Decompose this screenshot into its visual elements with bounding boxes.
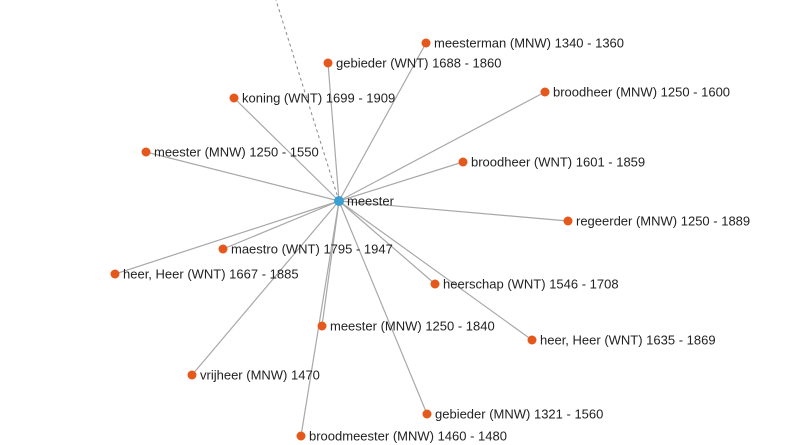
- node-label[interactable]: broodmeester (MNW) 1460 - 1480: [309, 428, 507, 443]
- edge-meesterman-mnw: [338, 42, 427, 202]
- edge-gebieder-wnt: [327, 62, 340, 202]
- graph-node-vrijheer-mnw[interactable]: vrijheer (MNW) 1470: [187, 367, 320, 382]
- node-dot[interactable]: [323, 58, 333, 68]
- edges: [114, 0, 569, 437]
- node-dot[interactable]: [296, 431, 306, 441]
- node-label[interactable]: meester (MNW) 1250 - 1550: [154, 144, 319, 159]
- edge-heer-wnt-1635: [338, 200, 533, 341]
- node-label[interactable]: maestro (WNT) 1795 - 1947: [231, 241, 393, 256]
- node-dot[interactable]: [563, 216, 573, 226]
- edge-dashed-offscreen: [275, 0, 340, 202]
- edge-broodmeester-mnw: [300, 200, 340, 437]
- edge-broodheer-mnw: [338, 91, 546, 202]
- node-label[interactable]: broodheer (WNT) 1601 - 1859: [471, 154, 645, 169]
- node-label[interactable]: heer, Heer (WNT) 1635 - 1869: [540, 332, 716, 347]
- nodes: meesterman (MNW) 1340 - 1360 gebieder (WN…: [110, 35, 751, 443]
- node-dot[interactable]: [458, 157, 468, 167]
- graph-node-heer-wnt-1635[interactable]: heer, Heer (WNT) 1635 - 1869: [527, 332, 716, 347]
- edge-koning-wnt: [233, 97, 340, 202]
- node-label[interactable]: regeerder (MNW) 1250 - 1889: [576, 213, 750, 228]
- center-node-label[interactable]: meester: [347, 193, 395, 208]
- graph-node-heerschap-wnt[interactable]: heerschap (WNT) 1546 - 1708: [430, 276, 619, 291]
- graph-node-broodmeester-mnw[interactable]: broodmeester (MNW) 1460 - 1480: [296, 428, 507, 443]
- node-dot[interactable]: [527, 335, 537, 345]
- node-dot[interactable]: [187, 370, 197, 380]
- node-label[interactable]: heerschap (WNT) 1546 - 1708: [443, 276, 619, 291]
- graph-node-regeerder-mnw[interactable]: regeerder (MNW) 1250 - 1889: [563, 213, 751, 228]
- node-label[interactable]: meester (MNW) 1250 - 1840: [330, 318, 495, 333]
- graph-node-center[interactable]: meester: [334, 193, 395, 208]
- node-label[interactable]: koning (WNT) 1699 - 1909: [242, 90, 395, 105]
- graph-node-koning-wnt[interactable]: koning (WNT) 1699 - 1909: [229, 90, 396, 105]
- node-label[interactable]: meesterman (MNW) 1340 - 1360: [434, 35, 624, 50]
- edge-heerschap-wnt: [338, 200, 436, 285]
- node-label[interactable]: gebieder (WNT) 1688 - 1860: [336, 55, 501, 70]
- node-label[interactable]: broodheer (MNW) 1250 - 1600: [553, 84, 730, 99]
- graph-node-gebieder-mnw[interactable]: gebieder (MNW) 1321 - 1560: [422, 406, 604, 421]
- edge-regeerder-mnw: [338, 200, 569, 222]
- node-label[interactable]: heer, Heer (WNT) 1667 - 1885: [123, 266, 299, 281]
- center-node-dot[interactable]: [334, 196, 344, 206]
- node-dot[interactable]: [430, 279, 440, 289]
- graph-node-broodheer-mnw[interactable]: broodheer (MNW) 1250 - 1600: [540, 84, 731, 99]
- node-label[interactable]: gebieder (MNW) 1321 - 1560: [435, 406, 603, 421]
- graph-node-broodheer-wnt[interactable]: broodheer (WNT) 1601 - 1859: [458, 154, 646, 169]
- graph-node-meester-mnw-1840[interactable]: meester (MNW) 1250 - 1840: [317, 318, 495, 333]
- node-dot[interactable]: [540, 87, 550, 97]
- node-dot[interactable]: [317, 321, 327, 331]
- graph-node-meesterman-mnw[interactable]: meesterman (MNW) 1340 - 1360: [421, 35, 625, 50]
- node-dot[interactable]: [421, 38, 431, 48]
- node-dot[interactable]: [110, 269, 120, 279]
- graph-node-maestro-wnt[interactable]: maestro (WNT) 1795 - 1947: [218, 241, 393, 256]
- edge-meester-mnw-1550: [145, 151, 340, 202]
- graph-node-heer-wnt-1667[interactable]: heer, Heer (WNT) 1667 - 1885: [110, 266, 299, 281]
- edge-broodheer-wnt: [338, 161, 464, 202]
- node-dot[interactable]: [141, 147, 151, 157]
- node-dot[interactable]: [218, 244, 228, 254]
- node-dot[interactable]: [422, 409, 432, 419]
- node-label[interactable]: vrijheer (MNW) 1470: [200, 367, 320, 382]
- edge-gebieder-mnw: [338, 200, 428, 415]
- graph-node-meester-mnw-1550[interactable]: meester (MNW) 1250 - 1550: [141, 144, 319, 159]
- edge-maestro-wnt: [222, 200, 340, 250]
- graph-node-gebieder-wnt[interactable]: gebieder (WNT) 1688 - 1860: [323, 55, 502, 70]
- node-dot[interactable]: [229, 93, 239, 103]
- edge-vrijheer-mnw: [191, 200, 340, 376]
- edge-heer-wnt-1667: [114, 200, 340, 275]
